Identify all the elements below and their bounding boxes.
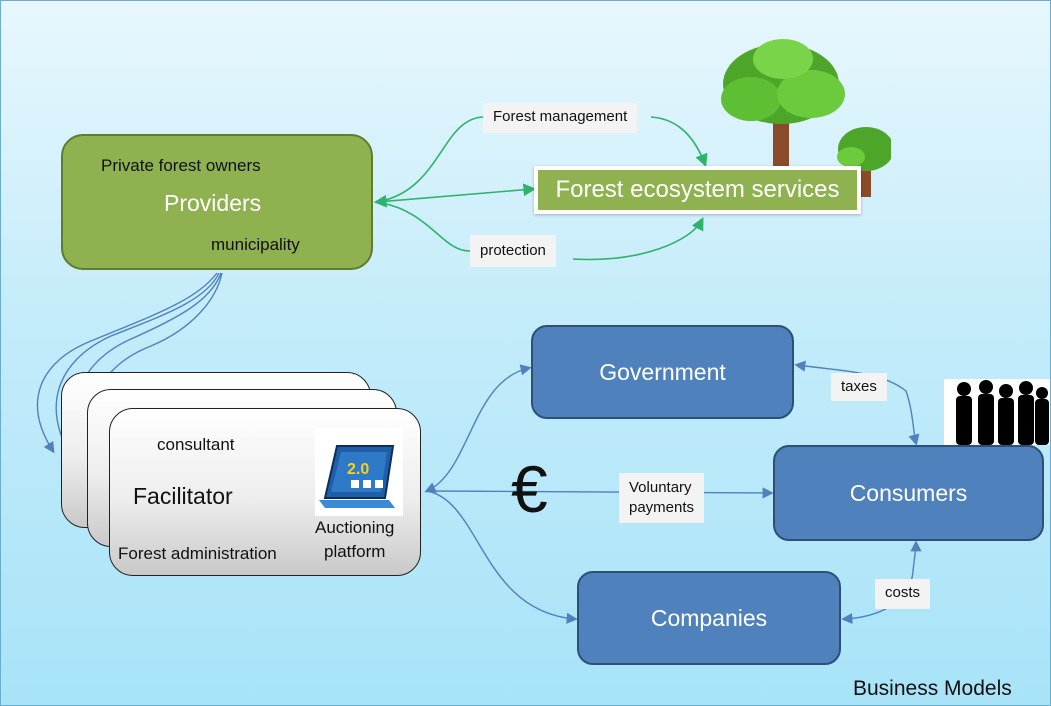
auctioning-platform-label: Auctioning platform: [315, 516, 394, 564]
facilitator-card-front: consultant Facilitator Forest administra…: [109, 408, 421, 576]
auctioning-platform-line2: platform: [323, 542, 386, 561]
web-platform-badge: 2.0: [347, 461, 369, 478]
arrow-fac-providers-1: [36, 272, 218, 454]
providers-private-owners: Private forest owners: [101, 156, 261, 175]
arrow-taxes: [794, 360, 920, 446]
consumers-box: Consumers: [773, 445, 1044, 541]
arrow-fac-providers-2: [55, 272, 220, 474]
companies-box: Companies: [577, 571, 841, 665]
providers-box: Private forest owners Providers municipa…: [61, 134, 373, 270]
label-protection: protection: [470, 235, 556, 267]
arrow-protection: [376, 201, 702, 261]
facilitator-title: Facilitator: [133, 483, 233, 509]
facilitator-forest-admin: Forest administration: [118, 544, 277, 563]
label-voluntary-line2: payments: [629, 499, 695, 516]
consumers-people-icon: [944, 379, 1050, 445]
web-platform-icon: 2.0: [315, 428, 403, 516]
arrow-direct: [373, 183, 537, 208]
arrow-fac-government: [424, 364, 532, 493]
business-models-caption: Business Models: [853, 677, 1012, 700]
label-forest-management: Forest management: [483, 103, 638, 133]
label-voluntary-payments: Voluntary payments: [619, 473, 705, 523]
forest-ecosystem-services-box: Forest ecosystem services: [534, 166, 861, 214]
arrow-costs: [841, 540, 922, 625]
government-box: Government: [531, 325, 794, 419]
auctioning-platform-line1: Auctioning: [315, 518, 395, 537]
providers-municipality: municipality: [211, 235, 300, 254]
euro-symbol: €: [511, 452, 548, 526]
label-costs: costs: [875, 579, 931, 609]
label-taxes: taxes: [831, 373, 887, 401]
label-voluntary-line1: Voluntary: [629, 479, 692, 496]
providers-title: Providers: [164, 190, 262, 216]
arrow-fac-companies: [426, 490, 578, 624]
trees-icon: [721, 39, 891, 197]
arrow-fac-consumers: [426, 487, 774, 499]
facilitator-consultant: consultant: [157, 435, 235, 454]
